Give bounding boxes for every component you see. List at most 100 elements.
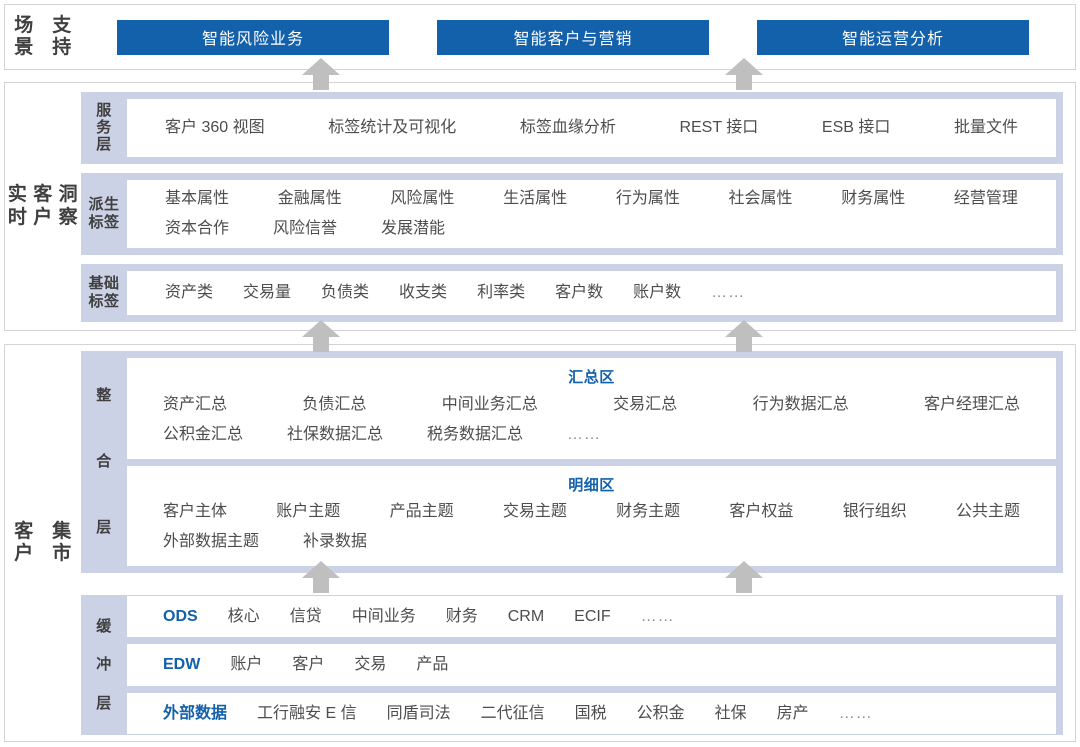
item-intermediate-business[interactable]: 中间业务 [351, 607, 416, 625]
section-realtime-customer-insight: 实时 客户 洞察 服 务 层 客户 360 视图 标签统计及可视化 标签血缘分析 [4, 82, 1076, 331]
item-capital-cooperation[interactable]: 资本合作 [165, 219, 230, 237]
item-summary-zone-ellipsis: …… [567, 425, 602, 443]
item-behavior-data-summary[interactable]: 行为数据汇总 [752, 395, 849, 413]
item-behavior-attributes[interactable]: 行为属性 [615, 189, 680, 207]
item-real-estate[interactable]: 房产 [776, 704, 809, 722]
scenario-button-risk[interactable]: 智能风险业务 [117, 19, 389, 55]
item-tax-data-summary[interactable]: 税务数据汇总 [427, 425, 524, 443]
item-external-data[interactable]: 外部数据 [163, 704, 228, 722]
item-external-data-subject[interactable]: 外部数据主题 [163, 533, 260, 550]
layer-buffer-label-line-1: 缓 [96, 617, 112, 635]
section-insight-title: 实时 客户 洞察 [5, 83, 81, 330]
item-national-tax[interactable]: 国税 [574, 704, 607, 722]
item-social-attributes[interactable]: 社会属性 [728, 189, 793, 207]
layer-service: 服 务 层 客户 360 视图 标签统计及可视化 标签血缘分析 REST 接口 … [81, 91, 1063, 164]
arrow-buffer-to-integration-right [725, 561, 763, 593]
item-risk-attributes[interactable]: 风险属性 [390, 189, 455, 207]
item-esb-interface[interactable]: ESB 接口 [821, 118, 891, 136]
integration-row-summary-zone: 汇总区 资产汇总 负债汇总 中间业务汇总 交易汇总 行为数据汇总 客户经理汇总 … [127, 358, 1056, 459]
item-core-system[interactable]: 核心 [227, 607, 260, 625]
item-liability-class[interactable]: 负债类 [321, 283, 370, 301]
item-finance-subject[interactable]: 财务主题 [616, 503, 681, 521]
item-product-subject[interactable]: 产品主题 [389, 503, 454, 521]
section-insight-title-line-2: 客户 [33, 184, 53, 228]
layer-service-label-line-3: 层 [96, 136, 112, 154]
item-liability-summary[interactable]: 负债汇总 [302, 395, 367, 413]
section-scenario-support: 场景 支持 智能风险业务 智能客户与营销 智能运营分析 [4, 4, 1076, 70]
item-asset-summary[interactable]: 资产汇总 [163, 395, 228, 413]
item-financial-attributes[interactable]: 金融属性 [277, 189, 342, 207]
integration-row-detail-zone: 明细区 客户主体 账户主题 产品主题 交易主题 财务主题 客户权益 银行组织 公… [127, 465, 1056, 566]
section-insight-title-line-3: 洞察 [58, 184, 79, 228]
section-scenario-title-line-2: 支持 [52, 14, 72, 58]
item-risk-credit[interactable]: 风险信誉 [273, 219, 338, 237]
layer-service-label-line-1: 服 [96, 101, 112, 119]
item-housing-fund-summary[interactable]: 公积金汇总 [163, 425, 244, 443]
item-credit[interactable]: 信贷 [289, 607, 322, 625]
layer-integration: 整 合 层 汇总区 资产汇总 负债汇总 中间业务汇总 交易汇总 行为数据汇总 [81, 351, 1063, 573]
item-account-subject[interactable]: 账户主题 [276, 503, 341, 521]
item-tag-stats-visualization[interactable]: 标签统计及可视化 [328, 118, 457, 136]
item-basic-attributes[interactable]: 基本属性 [165, 189, 230, 207]
arrow-mart-to-insight-left [302, 320, 340, 352]
item-customer-rights[interactable]: 客户权益 [729, 503, 794, 521]
item-customer-360-view[interactable]: 客户 360 视图 [165, 118, 265, 136]
item-bank-organization[interactable]: 银行组织 [842, 503, 907, 521]
layer-buffer-rows: ODS 核心 信贷 中间业务 财务 CRM ECIF …… EDW [127, 595, 1063, 735]
item-crm[interactable]: CRM [507, 607, 545, 625]
derived-tags-line-2: 资本合作 风险信誉 发展潜能 [143, 214, 1040, 244]
arrow-insight-to-scenario-left [302, 58, 340, 90]
item-interest-rate-class[interactable]: 利率类 [477, 283, 526, 301]
item-second-gen-credit-report[interactable]: 二代征信 [480, 704, 545, 722]
buffer-external-line: 外部数据 工行融安 E 信 同盾司法 二代征信 国税 公积金 社保 房产 …… [143, 699, 1040, 729]
layer-basic-tags: 基础 标签 资产类 交易量 负债类 收支类 利率类 客户数 账户数 …… [81, 263, 1063, 322]
item-finance-attributes[interactable]: 财务属性 [841, 189, 906, 207]
item-intermediate-business-summary[interactable]: 中间业务汇总 [441, 395, 538, 413]
item-edw-transaction[interactable]: 交易 [354, 656, 387, 674]
item-life-attributes[interactable]: 生活属性 [503, 189, 568, 207]
item-transaction-summary[interactable]: 交易汇总 [613, 395, 678, 413]
item-rest-interface[interactable]: REST 接口 [679, 118, 759, 136]
arrow-mart-to-insight-right [725, 320, 763, 352]
item-edw-customer[interactable]: 客户 [292, 656, 325, 674]
item-tongdun-judicial[interactable]: 同盾司法 [386, 704, 451, 722]
item-icbc-rongan-e-credit[interactable]: 工行融安 E 信 [257, 704, 357, 722]
item-social-security-data-summary[interactable]: 社保数据汇总 [287, 425, 384, 443]
item-account-count[interactable]: 账户数 [633, 283, 682, 301]
layer-service-row: 客户 360 视图 标签统计及可视化 标签血缘分析 REST 接口 ESB 接口… [127, 98, 1056, 157]
item-edw-product[interactable]: 产品 [416, 656, 449, 674]
layer-integration-label-line-1: 整 [96, 387, 112, 405]
layer-integration-rows: 汇总区 资产汇总 负债汇总 中间业务汇总 交易汇总 行为数据汇总 客户经理汇总 … [127, 351, 1063, 573]
item-social-security[interactable]: 社保 [714, 704, 747, 722]
scenario-button-operations-analytics[interactable]: 智能运营分析 [757, 19, 1029, 55]
layer-derived-tags: 派生 标签 基本属性 金融属性 风险属性 生活属性 行为属性 社会属性 财务属性 [81, 172, 1063, 255]
scenario-button-customer-marketing[interactable]: 智能客户与营销 [437, 19, 709, 55]
item-external-ellipsis: …… [838, 704, 873, 722]
layer-buffer-label-line-2: 冲 [96, 656, 112, 674]
item-tag-lineage-analysis[interactable]: 标签血缘分析 [519, 118, 616, 136]
item-customer-entity[interactable]: 客户主体 [163, 503, 228, 521]
item-finance[interactable]: 财务 [445, 607, 478, 625]
item-income-expense-class[interactable]: 收支类 [399, 283, 448, 301]
item-basic-tags-ellipsis: …… [711, 283, 746, 301]
item-ecif[interactable]: ECIF [574, 607, 611, 625]
layer-integration-label-line-2: 合 [96, 453, 112, 471]
item-transaction-volume[interactable]: 交易量 [243, 283, 292, 301]
item-batch-file[interactable]: 批量文件 [953, 118, 1018, 136]
layer-integration-label: 整 合 层 [81, 351, 127, 573]
item-business-management[interactable]: 经营管理 [953, 189, 1018, 207]
item-asset-class[interactable]: 资产类 [165, 283, 214, 301]
item-public-subject[interactable]: 公共主题 [955, 503, 1020, 521]
item-housing-fund[interactable]: 公积金 [636, 704, 685, 722]
item-customer-count[interactable]: 客户数 [555, 283, 604, 301]
item-ods[interactable]: ODS [163, 607, 198, 625]
section-customer-mart: 客户 集市 整 合 层 汇总区 资产汇总 负债汇总 [4, 344, 1076, 742]
item-supplementary-data[interactable]: 补录数据 [303, 533, 368, 550]
item-edw[interactable]: EDW [163, 656, 201, 674]
section-mart-title: 客户 集市 [5, 345, 81, 741]
layer-basic-tags-label-line-1: 基础 [88, 275, 120, 293]
item-account-manager-summary[interactable]: 客户经理汇总 [923, 395, 1020, 413]
item-edw-account[interactable]: 账户 [230, 656, 263, 674]
item-growth-potential[interactable]: 发展潜能 [381, 219, 446, 237]
item-transaction-subject[interactable]: 交易主题 [502, 503, 567, 521]
